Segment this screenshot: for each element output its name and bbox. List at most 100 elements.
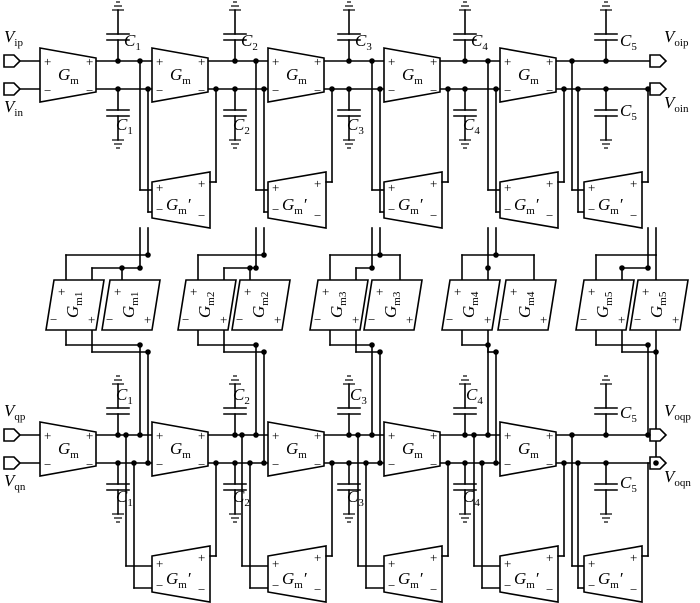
svg-text:+: + (430, 428, 437, 443)
svg-text:−: − (198, 208, 205, 223)
svg-text:−: − (86, 457, 93, 472)
svg-text:+: + (190, 284, 197, 299)
svg-text:+: + (642, 284, 649, 299)
svg-text:Gm5: Gm5 (593, 291, 615, 318)
svg-text:−: − (156, 578, 163, 593)
svg-text:−: − (86, 83, 93, 98)
gm-stage-i-3: +− +− Gm (267, 47, 325, 103)
svg-text:−: − (388, 457, 395, 472)
svg-text:−: − (272, 202, 279, 217)
svg-text:−: − (198, 457, 205, 472)
svg-text:−: − (314, 312, 321, 327)
svg-text:−: − (430, 83, 437, 98)
svg-text:−: − (430, 582, 437, 597)
svg-text:Gm′: Gm′ (398, 195, 423, 217)
svg-text:−: − (198, 83, 205, 98)
port-vqn: Vqn (3, 456, 41, 493)
capacitor-i-c1: C1 C1 (106, 1, 141, 149)
svg-text:−: − (588, 578, 595, 593)
svg-text:Voqn: Voqn (664, 467, 691, 489)
gm-stage-q-5: +− +− Gm (499, 421, 557, 477)
svg-text:+: + (198, 54, 205, 69)
capacitor-q-c1: C1 C1 (106, 375, 133, 523)
svg-text:+: + (88, 312, 95, 327)
svg-text:+: + (86, 54, 93, 69)
svg-text:+: + (588, 180, 595, 195)
svg-text:−: − (50, 312, 57, 327)
svg-text:+: + (504, 180, 511, 195)
svg-text:Gm′: Gm′ (598, 569, 623, 591)
svg-text:−: − (314, 582, 321, 597)
svg-text:−: − (314, 208, 321, 223)
svg-text:−: − (634, 312, 641, 327)
svg-text:+: + (156, 54, 163, 69)
svg-text:+: + (630, 550, 637, 565)
svg-text:+: + (510, 284, 517, 299)
svg-text:+: + (44, 428, 51, 443)
gm-prime-stage-i-3: +− +− Gm′ (371, 60, 449, 229)
svg-text:−: − (504, 578, 511, 593)
gm-stage-q-2: +− +− Gm (151, 421, 209, 477)
svg-text:+: + (388, 428, 395, 443)
cross-coupling-pair-5: +−+ +−+ Gm5 Gm5 (575, 254, 689, 353)
port-voin: Voin (649, 82, 689, 115)
cross-coupling-pair-4: +−+ +−+ Gm4 Gm4 (441, 254, 557, 353)
svg-text:+: + (272, 54, 279, 69)
svg-text:Gm: Gm (58, 439, 79, 461)
svg-text:Gm3: Gm3 (381, 291, 403, 318)
svg-text:−: − (156, 457, 163, 472)
svg-text:+: + (430, 176, 437, 191)
svg-text:+: + (156, 180, 163, 195)
gm-prime-stage-q-4: +− +− Gm′ (473, 434, 565, 603)
svg-text:−: − (272, 83, 279, 98)
svg-text:Gm: Gm (170, 439, 191, 461)
capacitor-i-c5: C5 C5 (594, 1, 637, 149)
svg-text:C4: C4 (463, 487, 480, 509)
svg-text:−: − (106, 312, 113, 327)
svg-text:Gm1: Gm1 (119, 292, 141, 318)
svg-text:−: − (546, 83, 553, 98)
svg-text:+: + (156, 428, 163, 443)
capacitor-q-c5: C5 C5 (594, 375, 637, 523)
svg-text:+: + (546, 550, 553, 565)
svg-text:Vqn: Vqn (4, 471, 26, 493)
port-voip: Voip (649, 27, 689, 68)
svg-text:Gm: Gm (286, 439, 307, 461)
svg-text:+: + (314, 54, 321, 69)
gm-prime-stage-q-1: +− +− Gm′ (125, 434, 217, 603)
svg-text:Gm3: Gm3 (327, 291, 349, 318)
svg-text:C2: C2 (241, 31, 258, 53)
svg-text:Gm5: Gm5 (647, 291, 669, 318)
svg-text:+: + (314, 550, 321, 565)
svg-text:Gm4: Gm4 (459, 291, 481, 318)
svg-text:+: + (272, 428, 279, 443)
svg-text:Voip: Voip (664, 27, 689, 49)
gm-prime-stage-i-1: +− +− Gm′ (139, 60, 217, 229)
svg-text:+: + (114, 284, 121, 299)
port-voqp: Voqp (649, 401, 691, 442)
svg-text:+: + (546, 54, 553, 69)
svg-text:−: − (368, 312, 375, 327)
svg-text:−: − (44, 457, 51, 472)
svg-text:+: + (314, 176, 321, 191)
capacitor-q-c3: C3 C3 (337, 375, 367, 523)
svg-text:+: + (156, 556, 163, 571)
svg-text:+: + (322, 284, 329, 299)
svg-text:C1: C1 (116, 487, 133, 509)
svg-text:−: − (546, 457, 553, 472)
svg-text:C1: C1 (124, 31, 141, 53)
svg-text:Gm′: Gm′ (166, 569, 191, 591)
svg-text:Gm′: Gm′ (398, 569, 423, 591)
svg-text:C5: C5 (620, 31, 637, 53)
svg-text:+: + (198, 176, 205, 191)
svg-text:Gm′: Gm′ (282, 195, 307, 217)
svg-text:+: + (220, 312, 227, 327)
svg-text:Gm′: Gm′ (282, 569, 307, 591)
svg-text:−: − (446, 312, 453, 327)
svg-text:+: + (388, 54, 395, 69)
svg-text:Gm2: Gm2 (249, 292, 271, 318)
svg-text:+: + (272, 180, 279, 195)
capacitor-q-c2: C2 C2 (223, 375, 250, 523)
svg-text:+: + (388, 180, 395, 195)
